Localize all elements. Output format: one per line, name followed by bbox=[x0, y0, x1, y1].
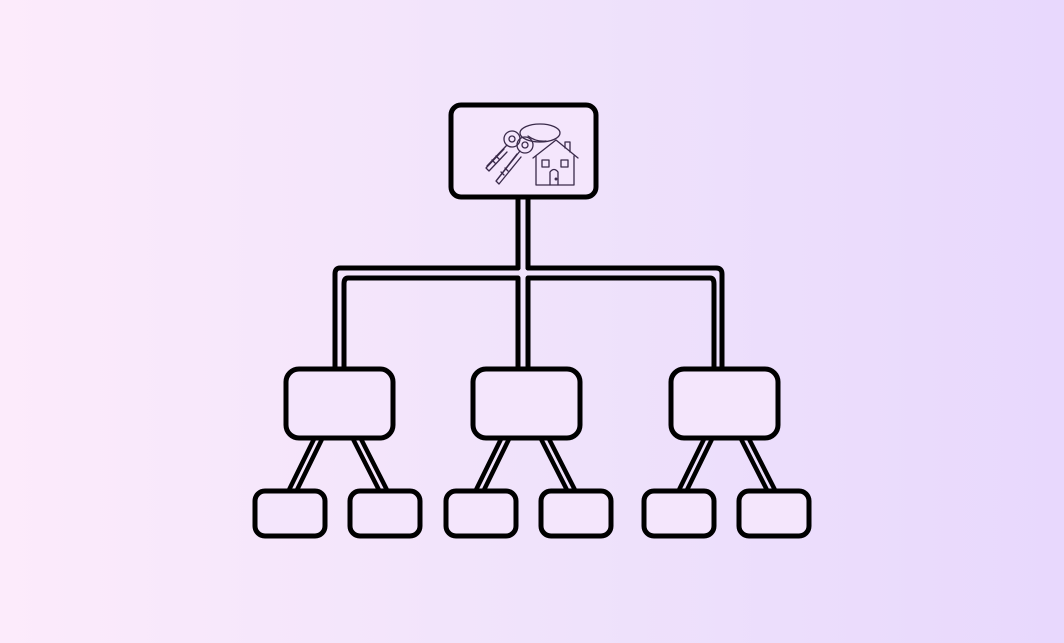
connector-bus-outer bbox=[332, 265, 521, 373]
root-connectors bbox=[332, 193, 725, 373]
level-1-nodes bbox=[283, 366, 781, 441]
connector-1b-outer bbox=[349, 434, 383, 495]
node-level2-1b bbox=[347, 488, 423, 539]
connector-3a-inner bbox=[683, 434, 716, 495]
connector-2a-inner bbox=[480, 434, 513, 495]
connector-2a-outer bbox=[472, 434, 505, 495]
connector-3a-outer bbox=[675, 434, 708, 495]
connector-1b-inner bbox=[357, 434, 391, 495]
node-level1-right bbox=[668, 366, 781, 441]
connector-1a-outer bbox=[285, 434, 318, 495]
root-node bbox=[448, 102, 599, 200]
node-level2-2b bbox=[538, 488, 614, 539]
connector-bus-inner-right bbox=[526, 275, 717, 373]
node-level1-left bbox=[283, 366, 396, 441]
connector-3b-inner bbox=[745, 434, 779, 495]
node-level2-3b bbox=[736, 488, 812, 539]
node-level2-3a bbox=[641, 488, 717, 539]
connector-2b-outer bbox=[537, 434, 571, 495]
node-level2-1a bbox=[252, 488, 328, 539]
connector-2b-inner bbox=[545, 434, 579, 495]
connector-bus-outer-right bbox=[525, 265, 725, 373]
level-2-nodes bbox=[252, 488, 812, 539]
node-level1-center bbox=[470, 366, 583, 441]
connector-1a-inner bbox=[293, 434, 326, 495]
connector-3b-outer bbox=[737, 434, 771, 495]
node-level2-2a bbox=[443, 488, 519, 539]
connector-bus-inner-left bbox=[341, 275, 520, 373]
house-keys-icon bbox=[485, 123, 579, 186]
leaf-connectors bbox=[285, 434, 779, 495]
